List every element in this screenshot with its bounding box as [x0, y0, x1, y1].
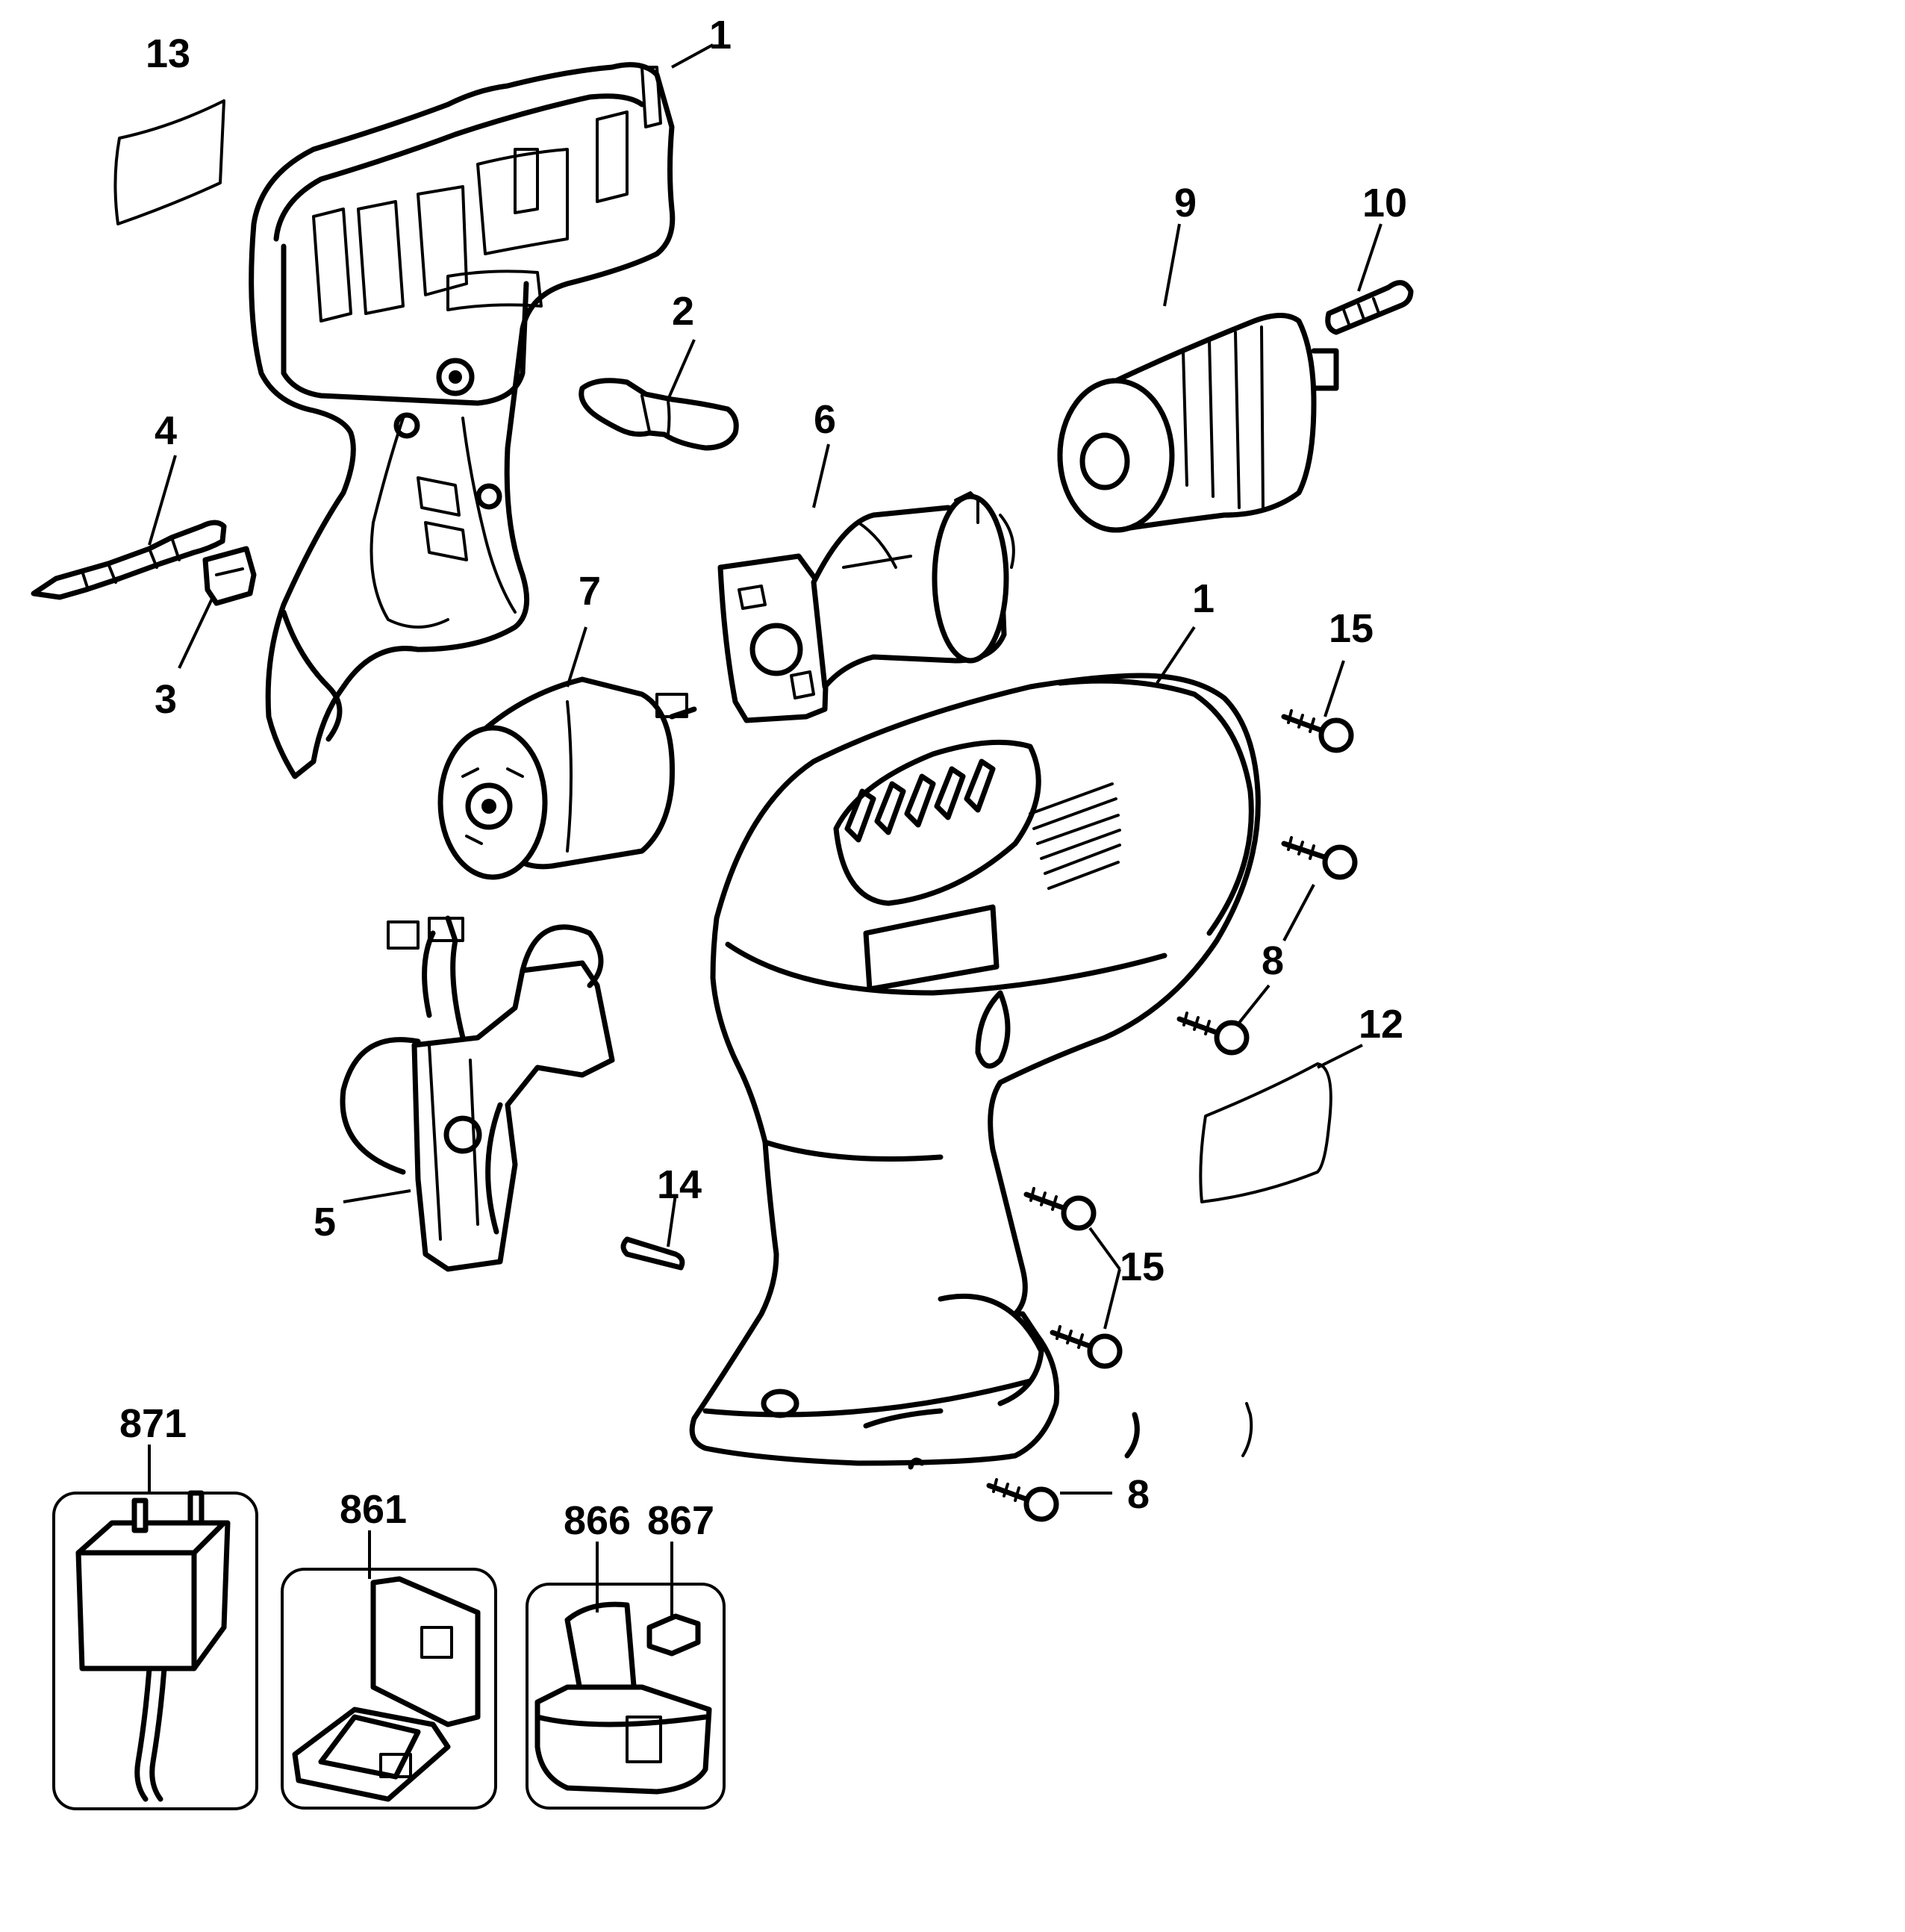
- leader-8a-lower: [1238, 984, 1270, 1024]
- leader-10: [1357, 223, 1382, 292]
- label-13: 13: [146, 31, 190, 76]
- battery-866: [526, 1583, 726, 1810]
- bit-holder-3: [202, 546, 257, 606]
- screw-15b: [1023, 1187, 1097, 1231]
- label-1-mid: 1: [1192, 576, 1215, 621]
- leader-1a: [671, 43, 714, 69]
- battery-cap-867: [646, 1613, 701, 1657]
- leader-2: [667, 339, 696, 400]
- stray-mark: [1241, 1402, 1253, 1457]
- label-4: 4: [155, 408, 177, 453]
- screw-15c: [1050, 1325, 1123, 1369]
- label-871: 871: [119, 1401, 187, 1446]
- leader-14: [667, 1194, 677, 1247]
- label-sticker-12: [1199, 1062, 1332, 1203]
- charger-871: [52, 1490, 258, 1810]
- screwdriver-bit-4: [31, 520, 227, 600]
- chuck-screw-10: [1325, 280, 1414, 335]
- leader-8a-upper: [1282, 884, 1315, 941]
- label-15-bottom: 15: [1120, 1244, 1164, 1289]
- gearbox-6: [717, 491, 1015, 723]
- switch-5: [340, 915, 615, 1272]
- case-861: [281, 1568, 497, 1810]
- leader-6: [812, 443, 830, 508]
- label-12: 12: [1359, 1002, 1403, 1047]
- leader-7: [566, 626, 587, 688]
- label-9: 9: [1174, 181, 1197, 225]
- screw-8b: [1176, 1012, 1250, 1056]
- leader-15a: [1323, 660, 1345, 717]
- leader-4: [148, 455, 177, 546]
- screw-8a: [1281, 836, 1358, 880]
- label-867: 867: [647, 1498, 714, 1543]
- label-2: 2: [672, 289, 694, 334]
- label-7: 7: [579, 569, 601, 614]
- leader-1b: [1156, 626, 1196, 685]
- motor-7: [437, 676, 697, 880]
- label-8-bottom: 8: [1127, 1472, 1150, 1517]
- leader-9: [1163, 223, 1181, 307]
- label-6: 6: [814, 397, 836, 442]
- label-15-top: 15: [1329, 606, 1374, 651]
- label-861: 861: [340, 1487, 407, 1532]
- label-8-mid: 8: [1262, 938, 1284, 983]
- leader-3: [178, 596, 214, 669]
- label-sticker-13: [113, 99, 225, 225]
- leader-15b: [1088, 1227, 1121, 1330]
- label-1-top: 1: [709, 13, 732, 57]
- label-866: 866: [564, 1498, 631, 1543]
- pin-14: [620, 1236, 685, 1271]
- label-5: 5: [314, 1200, 336, 1244]
- switch-actuator-2: [579, 378, 739, 451]
- label-3: 3: [155, 677, 177, 722]
- screw-8c: [986, 1478, 1059, 1522]
- chuck-9: [1057, 313, 1339, 533]
- screw-15a: [1281, 709, 1354, 753]
- leader-12: [1317, 1044, 1363, 1069]
- label-14: 14: [657, 1162, 702, 1207]
- housing-half-right: [689, 673, 1261, 1470]
- label-10: 10: [1362, 181, 1407, 225]
- leader-5: [343, 1189, 411, 1203]
- housing-half-left: [249, 62, 676, 779]
